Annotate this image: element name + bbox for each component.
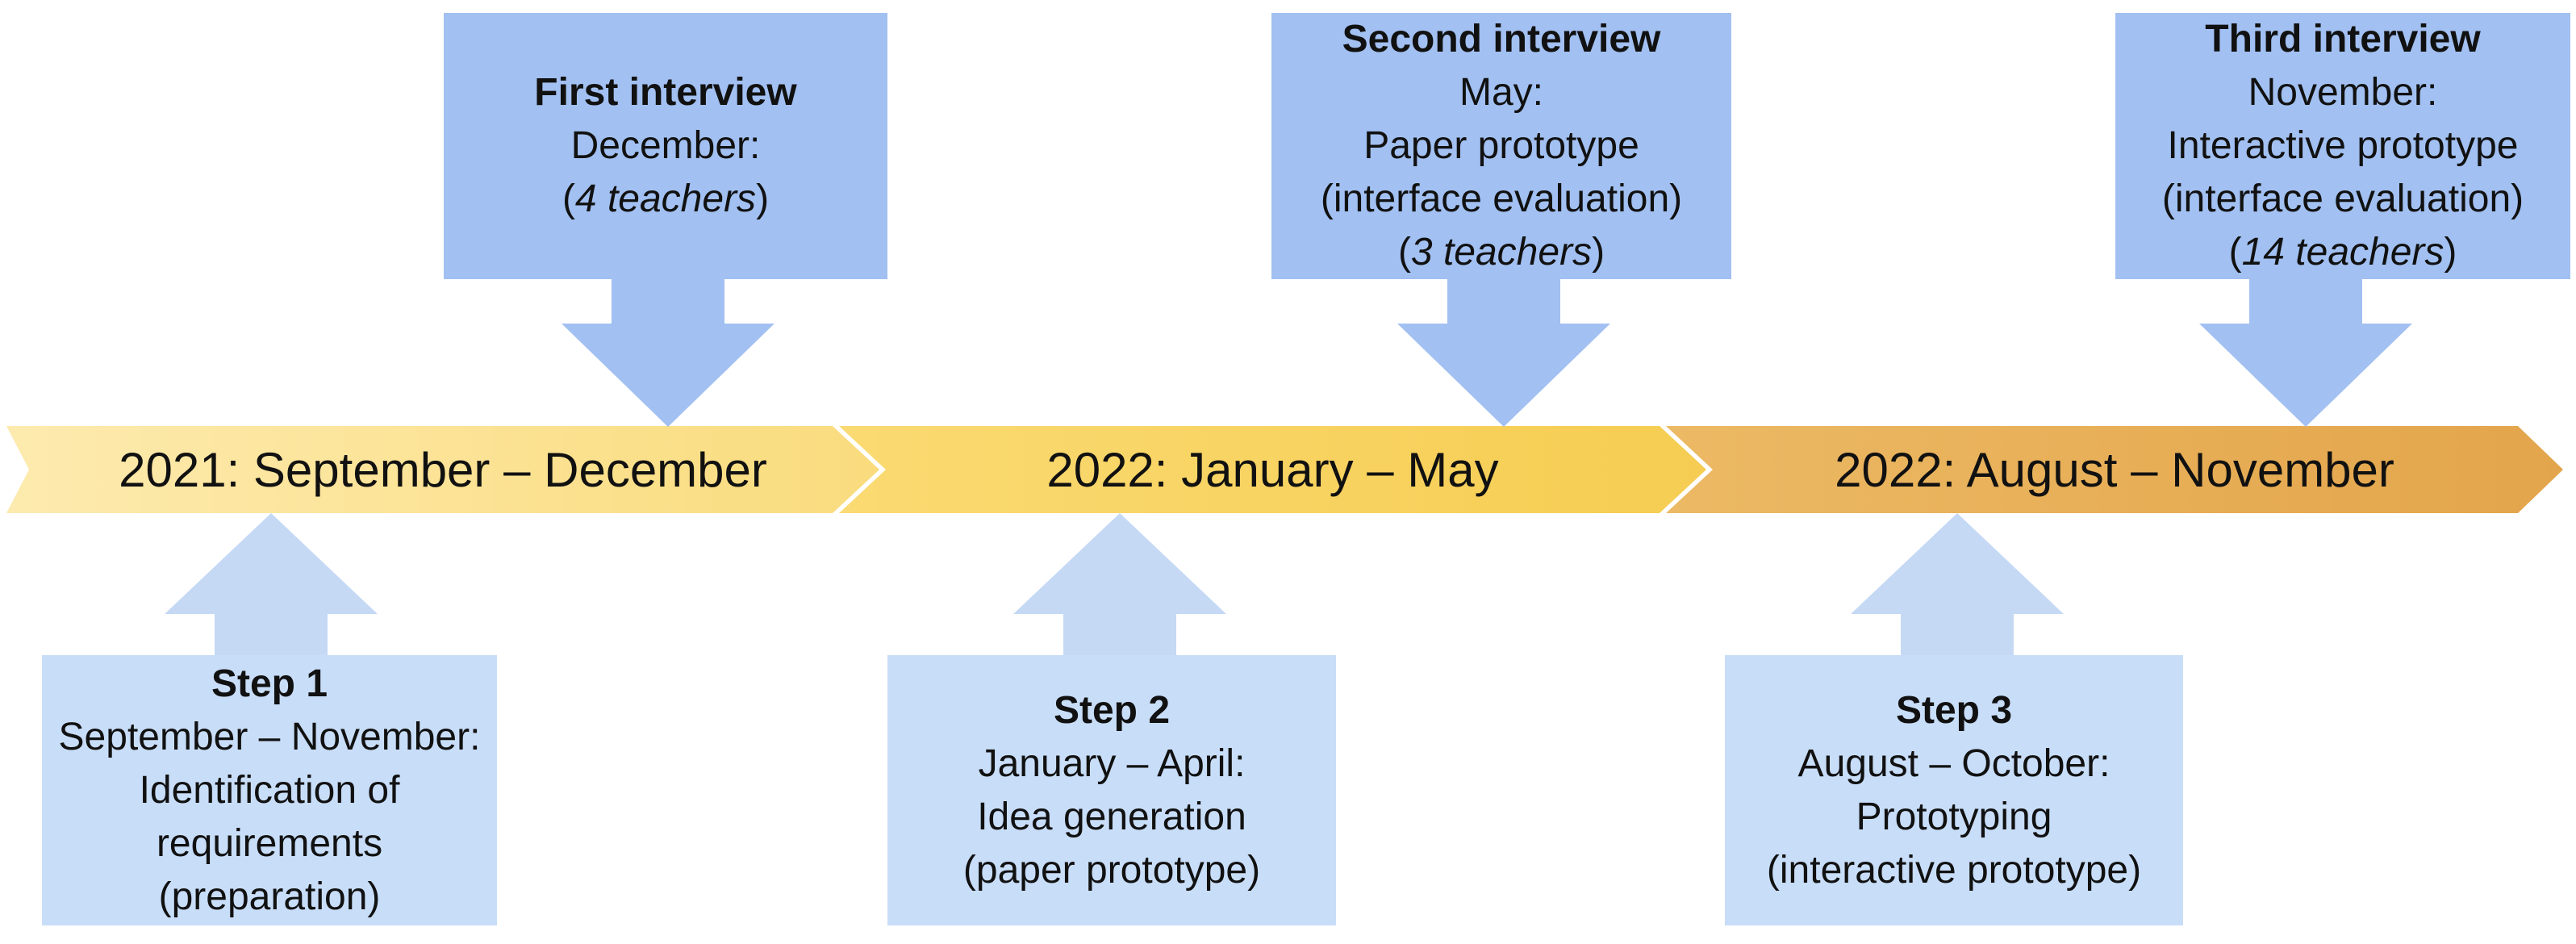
timeline-segment-label: 2021: September – December: [119, 442, 767, 497]
callout-line: Prototyping: [1856, 795, 2052, 838]
timeline-band: 2021: September – December 2022: January…: [0, 426, 2576, 513]
callout-line: August – October:: [1797, 741, 2110, 785]
callout-line: Identification of: [139, 768, 400, 812]
callout-line: September – November:: [58, 715, 481, 758]
callout-line: January – April:: [978, 741, 1246, 785]
callout-line: (interface evaluation): [2161, 178, 2524, 220]
callout-line: Idea generation: [977, 795, 1246, 838]
timeline-segment-1: 2021: September – December: [6, 426, 879, 513]
callout-line: (paper prototype): [962, 848, 1261, 892]
down-arrow-icon-3: [2199, 278, 2412, 427]
callout-line: (interface evaluation): [1320, 178, 1683, 220]
callout-line: Paper prototype: [1363, 124, 1639, 167]
callout-line: Interactive prototype: [2167, 124, 2519, 167]
interview-callout-2: Second interview May: Paper prototype (i…: [1271, 13, 1731, 279]
callout-title: Step 2: [1053, 688, 1171, 732]
interview-callout-1: First interview December: (4 teachers): [444, 13, 887, 279]
timeline-segment-3: 2022: August – November: [1666, 426, 2563, 513]
up-arrow-icon-2: [1013, 513, 1226, 657]
callout-title: First interview: [534, 71, 797, 114]
step-callout-3: Step 3 August – October: Prototyping (in…: [1725, 655, 2183, 925]
teacher-count: (3 teachers): [1397, 231, 1605, 274]
down-arrow-icon-2: [1397, 278, 1610, 427]
callout-title: Step 1: [211, 662, 328, 705]
callout-line: (preparation): [158, 875, 381, 918]
step-callout-2: Step 2 January – April: Idea generation …: [887, 655, 1336, 925]
callout-title: Third interview: [2205, 18, 2481, 61]
up-arrow-icon-1: [165, 513, 378, 657]
timeline-segment-2: 2022: January – May: [839, 426, 1706, 513]
callout-line: May:: [1459, 71, 1543, 114]
callout-line: December:: [570, 124, 761, 167]
callout-line: November:: [2248, 71, 2438, 114]
callout-line: requirements: [156, 821, 383, 865]
callout-title: Step 3: [1895, 688, 2013, 732]
timeline-segment-label: 2022: August – November: [1835, 442, 2394, 497]
teacher-count: (4 teachers): [562, 178, 770, 220]
callout-line: (interactive prototype): [1766, 848, 2142, 892]
up-arrow-icon-3: [1851, 513, 2064, 657]
down-arrow-icon-1: [562, 278, 774, 427]
interview-callout-3: Third interview November: Interactive pr…: [2115, 13, 2570, 279]
callout-title: Second interview: [1342, 18, 1661, 61]
step-callout-1: Step 1 September – November: Identificat…: [42, 655, 497, 925]
timeline-segment-label: 2022: January – May: [1046, 442, 1499, 497]
teacher-count: (14 teachers): [2228, 231, 2457, 274]
